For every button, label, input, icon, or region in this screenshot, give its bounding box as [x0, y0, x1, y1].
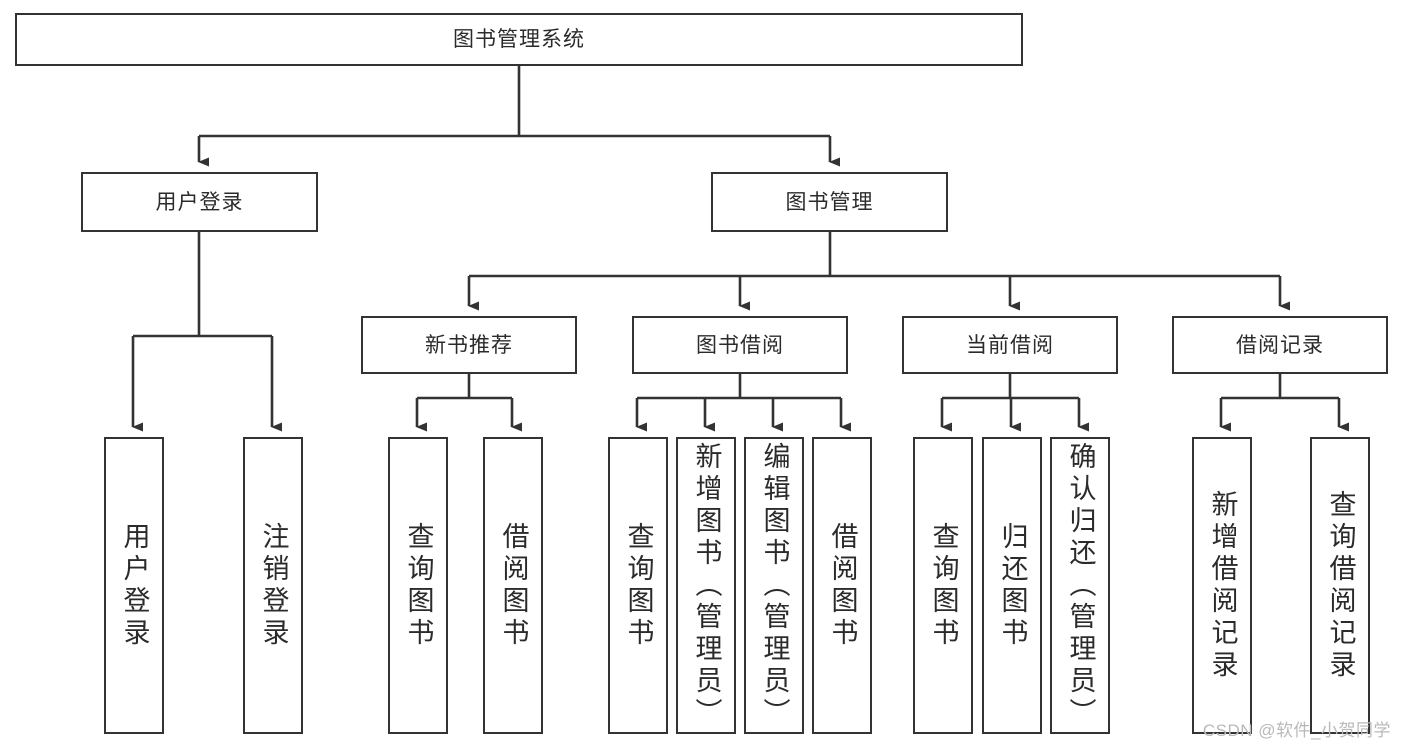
node-book-borrow[interactable]: 图书借阅 — [632, 316, 848, 374]
node-label: 借阅图书 — [827, 521, 858, 650]
node-label: 新增图书（管理员） — [691, 441, 722, 730]
leaf-borrow-add-book[interactable]: 新增图书（管理员） — [676, 437, 736, 734]
leaf-borrow-edit-book[interactable]: 编辑图书（管理员） — [744, 437, 804, 734]
leaf-current-confirm-return[interactable]: 确认归还（管理员） — [1050, 437, 1110, 734]
leaf-borrow-borrow-book[interactable]: 借阅图书 — [812, 437, 872, 734]
node-new-book-recommend[interactable]: 新书推荐 — [361, 316, 577, 374]
node-borrow-record[interactable]: 借阅记录 — [1172, 316, 1388, 374]
node-label: 图书管理 — [785, 190, 874, 214]
leaf-user-login-login[interactable]: 用户登录 — [104, 437, 164, 734]
leaf-record-query[interactable]: 查询借阅记录 — [1310, 437, 1370, 734]
node-label: 查询图书 — [623, 521, 654, 650]
node-label: 新增借阅记录 — [1207, 489, 1238, 682]
node-label: 图书借阅 — [696, 333, 784, 357]
leaf-current-query-book[interactable]: 查询图书 — [913, 437, 973, 734]
node-label: 归还图书 — [997, 521, 1028, 650]
node-label: 当前借阅 — [966, 333, 1054, 357]
node-label: 注销登录 — [258, 521, 289, 650]
node-label: 新书推荐 — [425, 333, 513, 357]
node-label: 借阅图书 — [498, 521, 529, 650]
node-label: 借阅记录 — [1236, 333, 1324, 357]
leaf-record-add[interactable]: 新增借阅记录 — [1192, 437, 1252, 734]
leaf-new-book-query[interactable]: 查询图书 — [388, 437, 448, 734]
node-book-management[interactable]: 图书管理 — [711, 172, 948, 232]
node-label: 编辑图书（管理员） — [759, 441, 790, 730]
node-label: 用户登录 — [119, 521, 150, 650]
node-root-system[interactable]: 图书管理系统 — [15, 13, 1023, 66]
node-current-borrow[interactable]: 当前借阅 — [902, 316, 1118, 374]
node-label: 查询图书 — [928, 521, 959, 650]
node-label: 确认归还（管理员） — [1065, 441, 1096, 730]
leaf-borrow-query-book[interactable]: 查询图书 — [608, 437, 668, 734]
node-label: 查询图书 — [403, 521, 434, 650]
node-label: 用户登录 — [155, 190, 244, 214]
node-label: 查询借阅记录 — [1325, 489, 1356, 682]
watermark-text: CSDN @软件_小贺同学 — [1202, 721, 1391, 740]
leaf-user-login-logout[interactable]: 注销登录 — [243, 437, 303, 734]
node-label: 图书管理系统 — [453, 28, 585, 51]
node-user-login[interactable]: 用户登录 — [81, 172, 318, 232]
leaf-new-book-borrow[interactable]: 借阅图书 — [483, 437, 543, 734]
leaf-current-return-book[interactable]: 归还图书 — [982, 437, 1042, 734]
